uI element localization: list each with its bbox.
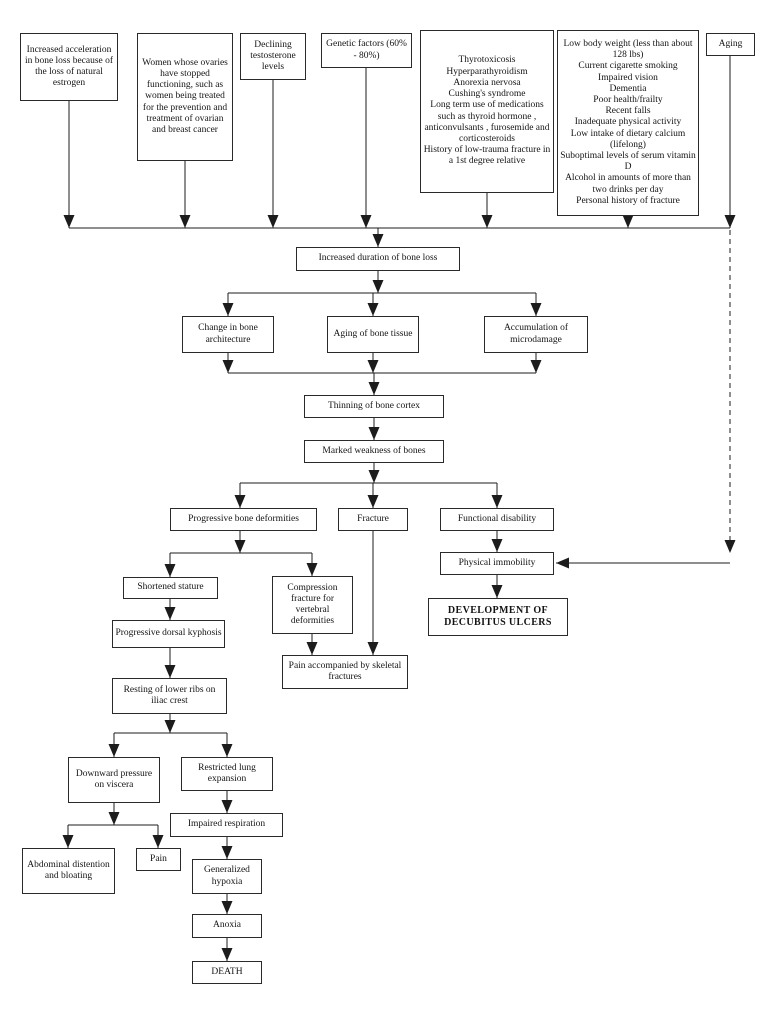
node-bone-architecture: Change in bone architecture xyxy=(182,316,274,353)
aging-bypass xyxy=(556,230,736,569)
node-testosterone: Declining testosterone levels xyxy=(240,33,306,80)
node-functional-disability: Functional disability xyxy=(440,508,554,531)
node-endocrine-causes: Thyrotoxicosis Hyperparathyroidism Anore… xyxy=(420,30,554,193)
node-aging: Aging xyxy=(706,33,755,56)
weakness-branch xyxy=(234,463,503,508)
duration-branch xyxy=(222,271,542,316)
viscera-branch xyxy=(62,803,164,848)
node-ovarian-failure: Women whose ovaries have stopped functio… xyxy=(137,33,233,161)
node-anoxia: Anoxia xyxy=(192,914,262,938)
node-estrogen-loss: Increased acceleration in bone loss beca… xyxy=(20,33,118,101)
node-skeletal-pain: Pain accompanied by skeletal fractures xyxy=(282,655,408,689)
node-fracture: Fracture xyxy=(338,508,408,531)
node-cortex-thinning: Thinning of bone cortex xyxy=(304,395,444,418)
node-bone-loss-duration: Increased duration of bone loss xyxy=(296,247,460,271)
node-dorsal-kyphosis: Progressive dorsal kyphosis xyxy=(112,620,225,648)
node-viscera-pressure: Downward pressure on viscera xyxy=(68,757,160,803)
node-bone-tissue-aging: Aging of bone tissue xyxy=(327,316,419,353)
node-microdamage: Accumulation of microdamage xyxy=(484,316,588,353)
node-physical-immobility: Physical immobility xyxy=(440,552,554,575)
node-genetic-factors: Genetic factors (60% - 80%) xyxy=(321,33,412,68)
node-death: DEATH xyxy=(192,961,262,984)
node-hypoxia: Generalized hypoxia xyxy=(192,859,262,894)
node-bone-deformities: Progressive bone deformities xyxy=(170,508,317,531)
node-ribs-on-iliac: Resting of lower ribs on iliac crest xyxy=(112,678,227,714)
node-compression-fracture: Compression fracture for vertebral defor… xyxy=(272,576,353,634)
node-impaired-respiration: Impaired respiration xyxy=(170,813,283,837)
node-shortened-stature: Shortened stature xyxy=(123,577,218,599)
node-bone-weakness: Marked weakness of bones xyxy=(304,440,444,463)
node-decubitus-ulcers: DEVELOPMENT OF DECUBITUS ULCERS xyxy=(428,598,568,636)
node-lung-restriction: Restricted lung expansion xyxy=(181,757,273,791)
node-pain: Pain xyxy=(136,848,181,871)
node-risk-factors: Low body weight (less than about 128 lbs… xyxy=(557,30,699,216)
node-abdominal-distention: Abdominal distention and bloating xyxy=(22,848,115,894)
